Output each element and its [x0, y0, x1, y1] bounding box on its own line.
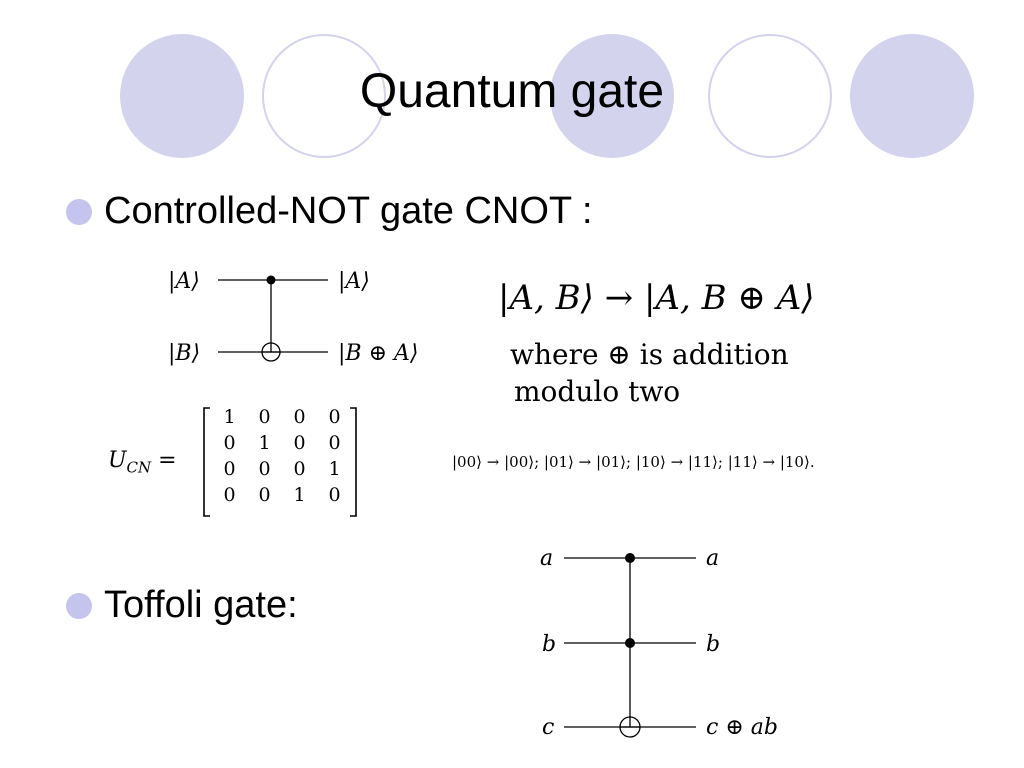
matrix-brackets — [203, 407, 357, 517]
cnot-circuit: |A⟩ |A⟩ |B⟩ |B ⊕ A⟩ — [168, 269, 418, 366]
cnot-out-bottom: |B ⊕ A⟩ — [338, 341, 418, 366]
cnot-truth-table: |00⟩ → |00⟩; |01⟩ → |01⟩; |10⟩ → |11⟩; |… — [452, 453, 815, 471]
decor-circle-3 — [550, 34, 674, 158]
matrix-cell: 0 — [223, 458, 236, 480]
cnot-in-top: |A⟩ — [168, 269, 200, 294]
matrix-cell: 0 — [328, 406, 341, 428]
toffoli-in-a: a — [540, 546, 553, 571]
toffoli-circuit: a a b b c c ⊕ ab — [540, 546, 778, 740]
matrix-cell: 0 — [328, 484, 341, 506]
decor-circle-5 — [850, 34, 974, 158]
decor-circle-4 — [708, 34, 832, 158]
matrix-cell: 1 — [258, 432, 271, 454]
bullet-toffoli: Toffoli gate: — [104, 584, 298, 626]
matrix-cell: 0 — [223, 432, 236, 454]
cnot-mapping: |A, B⟩ → |A, B ⊕ A⟩ — [498, 278, 815, 318]
matrix-cell: 1 — [293, 484, 306, 506]
bullet-cnot: Controlled-NOT gate CNOT : — [104, 190, 593, 232]
matrix-cell: 0 — [258, 484, 271, 506]
matrix-label-main: U — [108, 448, 127, 473]
matrix-label-sub: CN — [126, 458, 152, 477]
decor-circle-2 — [262, 34, 386, 158]
matrix-cell: 0 — [293, 432, 306, 454]
matrix-cell: 0 — [293, 406, 306, 428]
matrix-cell: 1 — [328, 458, 341, 480]
bullet-dot — [66, 199, 92, 225]
matrix-label: UCN = — [108, 448, 177, 477]
cnot-explanation-2: modulo two — [514, 375, 681, 408]
slide-title: Quantum gate — [359, 65, 665, 118]
cnot-explanation-1: where ⊕ is addition — [510, 338, 789, 371]
toffoli-out-b: b — [706, 632, 720, 657]
matrix-cell: 0 — [258, 458, 271, 480]
decor-circle-1 — [120, 34, 244, 158]
matrix-cell: 0 — [293, 458, 306, 480]
matrix-cell: 0 — [258, 406, 271, 428]
cnot-in-bottom: |B⟩ — [168, 341, 200, 366]
toffoli-out-c: c ⊕ ab — [706, 715, 778, 740]
matrix-cell: 0 — [223, 484, 236, 506]
matrix-cell: 1 — [223, 406, 236, 428]
toffoli-in-b: b — [542, 632, 556, 657]
toffoli-out-a: a — [706, 546, 719, 571]
matrix-grid: 1 0 0 0 0 1 0 0 0 0 0 1 0 0 1 0 — [212, 406, 352, 510]
bullet-dot — [66, 593, 92, 619]
cnot-out-top: |A⟩ — [338, 269, 370, 294]
matrix-cell: 0 — [328, 432, 341, 454]
toffoli-in-c: c — [542, 715, 554, 740]
